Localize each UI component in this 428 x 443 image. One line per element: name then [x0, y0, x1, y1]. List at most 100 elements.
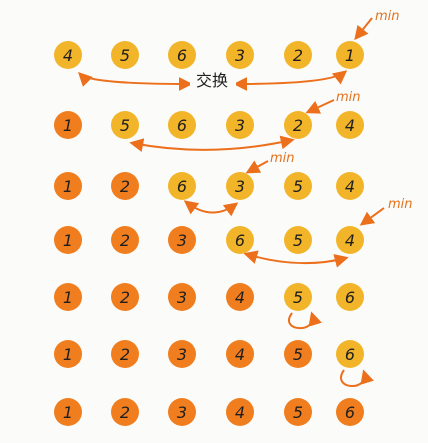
- ball: 6: [168, 172, 196, 200]
- ball: 4: [336, 111, 364, 139]
- ball-value: 6: [177, 177, 187, 196]
- ball: 2: [111, 226, 139, 254]
- swap-arrow: [243, 250, 349, 268]
- ball-value: 5: [293, 288, 303, 307]
- ball-value: 1: [63, 288, 73, 307]
- ball-value: 3: [177, 288, 187, 307]
- ball: 2: [284, 111, 312, 139]
- ball-value: 5: [120, 116, 130, 135]
- ball-circle: [111, 41, 139, 69]
- ball-circle: [336, 111, 364, 139]
- ball: 2: [111, 398, 139, 426]
- swap-label: 交换: [196, 71, 228, 90]
- ball: 1: [54, 172, 82, 200]
- ball: 1: [54, 283, 82, 311]
- ball: 1: [54, 111, 82, 139]
- ball-circle: [284, 41, 312, 69]
- ball-value: 3: [235, 46, 245, 65]
- ball-circle: [226, 283, 254, 311]
- ball-value: 4: [63, 46, 73, 65]
- ball: 4: [226, 340, 254, 368]
- ball: 3: [168, 398, 196, 426]
- ball: 1: [54, 340, 82, 368]
- ball-value: 1: [63, 177, 73, 196]
- ball-value: 5: [293, 403, 303, 422]
- ball-circle: [54, 398, 82, 426]
- ball-value: 5: [120, 46, 130, 65]
- ball-value: 6: [177, 116, 187, 135]
- ball-circle: [111, 340, 139, 368]
- ball-circle: [168, 340, 196, 368]
- ball-value: 2: [120, 177, 130, 196]
- min-pointer-arrow: [245, 160, 269, 174]
- ball: 4: [226, 283, 254, 311]
- ball-value: 4: [345, 177, 355, 196]
- ball-circle: [284, 111, 312, 139]
- ball-value: 1: [63, 116, 73, 135]
- ball: 6: [168, 41, 196, 69]
- ball: 3: [226, 111, 254, 139]
- ball-circle: [226, 226, 254, 254]
- ball-circle: [168, 283, 196, 311]
- ball-circle: [284, 226, 312, 254]
- ball: 2: [111, 172, 139, 200]
- ball-circle: [168, 41, 196, 69]
- ball-circle: [111, 226, 139, 254]
- ball-value: 1: [63, 403, 73, 422]
- ball-value: 4: [345, 231, 355, 250]
- ball-value: 3: [235, 177, 245, 196]
- ball: 3: [226, 41, 254, 69]
- swap-arrow: [129, 135, 295, 152]
- ball: 5: [284, 340, 312, 368]
- swap-arrows-layer: [78, 17, 385, 387]
- ball-circle: [54, 340, 82, 368]
- ball-value: 5: [293, 177, 303, 196]
- ball-circle: [54, 111, 82, 139]
- ball: 3: [168, 226, 196, 254]
- ball: 6: [336, 340, 364, 368]
- ball-circle: [54, 172, 82, 200]
- ball-value: 6: [345, 288, 355, 307]
- ball: 3: [168, 340, 196, 368]
- ball-value: 4: [235, 345, 245, 364]
- self-swap-loop: [288, 311, 322, 330]
- ball-value: 2: [120, 231, 130, 250]
- ball: 6: [226, 226, 254, 254]
- ball-circle: [226, 172, 254, 200]
- ball: 5: [284, 398, 312, 426]
- swap-arrow-left: [78, 72, 193, 91]
- swap-arrow: [183, 200, 239, 217]
- ball: 1: [336, 41, 364, 69]
- labels-layer: 交换 min min min min: [190, 9, 413, 212]
- min-label: min: [388, 197, 413, 212]
- ball-value: 4: [235, 403, 245, 422]
- ball-value: 3: [177, 231, 187, 250]
- ball-circle: [226, 41, 254, 69]
- ball-circle: [284, 283, 312, 311]
- min-label: min: [270, 151, 295, 166]
- ball-circle: [226, 398, 254, 426]
- ball-circle: [336, 172, 364, 200]
- ball: 1: [54, 226, 82, 254]
- ball-value: 6: [235, 231, 245, 250]
- ball: 5: [111, 111, 139, 139]
- ball-value: 3: [177, 345, 187, 364]
- ball: 3: [226, 172, 254, 200]
- min-label: min: [336, 90, 361, 105]
- ball: 4: [336, 226, 364, 254]
- ball: 6: [336, 398, 364, 426]
- ball: 1: [54, 398, 82, 426]
- ball-value: 3: [235, 116, 245, 135]
- min-pointer-arrow: [359, 207, 385, 226]
- ball: 2: [111, 283, 139, 311]
- ball: 3: [168, 283, 196, 311]
- ball-value: 1: [63, 231, 73, 250]
- ball: 2: [111, 340, 139, 368]
- ball-circle: [111, 111, 139, 139]
- self-swap-loop: [340, 369, 374, 387]
- ball: 5: [284, 283, 312, 311]
- min-label: min: [375, 9, 400, 24]
- ball-value: 5: [293, 231, 303, 250]
